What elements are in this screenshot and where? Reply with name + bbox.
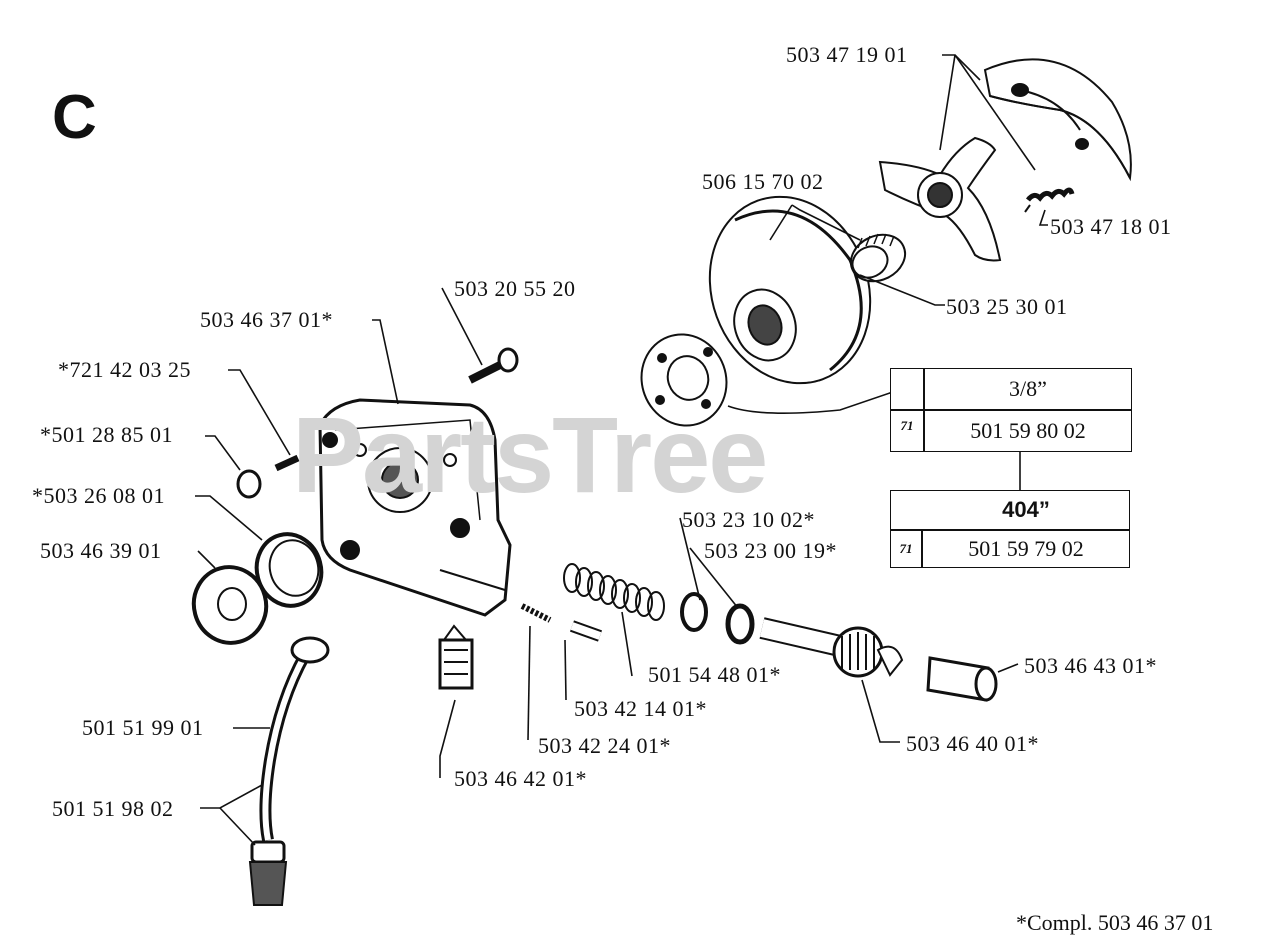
section-letter: C bbox=[52, 83, 97, 152]
part-label-503463701: 503 46 37 01* bbox=[200, 307, 333, 332]
part-label-501519802: 501 51 98 02 bbox=[52, 796, 174, 821]
part-label-503422401: 503 42 24 01* bbox=[538, 733, 671, 758]
part-label-501519901: 501 51 99 01 bbox=[82, 715, 204, 740]
seal-ring-icon bbox=[254, 532, 324, 608]
part-label-503463901: 503 46 39 01 bbox=[40, 538, 162, 563]
pin-icon bbox=[274, 454, 300, 472]
part-label-501544801: 501 54 48 01* bbox=[648, 662, 781, 687]
part-label-503471901: 503 47 19 01 bbox=[786, 42, 908, 67]
pump-pin-icon bbox=[569, 620, 603, 642]
footnote: *Compl. 503 46 37 01 bbox=[1016, 910, 1214, 935]
part-label-501288501: *501 28 85 01 bbox=[40, 422, 173, 447]
washer-icon bbox=[680, 592, 708, 632]
watermark-text: PartsTree bbox=[292, 394, 768, 515]
sprocket-pitch-38: 3/8” bbox=[1009, 376, 1047, 401]
oil-filter-icon bbox=[248, 840, 288, 906]
pump-shaft-icon bbox=[759, 617, 904, 678]
sprocket-table-38: 3/8” 71 501 59 80 02 bbox=[890, 368, 1132, 452]
clutch-drum-icon bbox=[708, 195, 872, 385]
part-label-503471801: 503 47 18 01 bbox=[1050, 214, 1172, 239]
part-label-503421401: 503 42 14 01* bbox=[574, 696, 707, 721]
part-label-503253001: 503 25 30 01 bbox=[946, 294, 1068, 319]
sleeve-icon bbox=[926, 656, 998, 702]
leader-lines bbox=[195, 54, 1048, 846]
clutch-spider-icon bbox=[878, 136, 1002, 262]
oil-hose-icon bbox=[259, 636, 330, 842]
sprocket-pitch-404: 404” bbox=[1002, 497, 1050, 522]
part-label-503205520: 503 20 55 20 bbox=[454, 276, 576, 301]
part-label-503464201: 503 46 42 01* bbox=[454, 766, 587, 791]
valve-icon bbox=[438, 624, 474, 690]
sprocket-table-404: 404” 71 501 59 79 02 bbox=[890, 490, 1130, 568]
washer-small-icon bbox=[236, 469, 262, 499]
o-ring-icon bbox=[725, 603, 755, 645]
rim-sprocket-icon bbox=[640, 333, 728, 427]
clutch-spring-icon bbox=[1024, 187, 1075, 213]
part-label-721420325: *721 42 03 25 bbox=[58, 357, 191, 382]
pump-spring-icon bbox=[563, 563, 665, 621]
sprocket-tag-404: 71 bbox=[899, 541, 913, 556]
clutch-cover-icon bbox=[318, 398, 512, 617]
plug-icon bbox=[191, 565, 269, 645]
sprocket-part-404: 501 59 79 02 bbox=[968, 536, 1084, 561]
part-label-503230019: 503 23 00 19* bbox=[704, 538, 837, 563]
needle-bearing-icon bbox=[849, 233, 907, 283]
part-label-503464301: 503 46 43 01* bbox=[1024, 653, 1157, 678]
part-label-503231002: 503 23 10 02* bbox=[682, 507, 815, 532]
clutch-shoe-icon bbox=[983, 58, 1132, 182]
small-spring-icon bbox=[520, 603, 552, 623]
part-label-503260801: *503 26 08 01 bbox=[32, 483, 165, 508]
sprocket-tag-38: 71 bbox=[900, 418, 914, 433]
part-label-506157002: 506 15 70 02 bbox=[702, 169, 824, 194]
part-label-503464001: 503 46 40 01* bbox=[906, 731, 1039, 756]
sprocket-part-38: 501 59 80 02 bbox=[970, 418, 1086, 443]
screw-icon bbox=[468, 347, 519, 384]
